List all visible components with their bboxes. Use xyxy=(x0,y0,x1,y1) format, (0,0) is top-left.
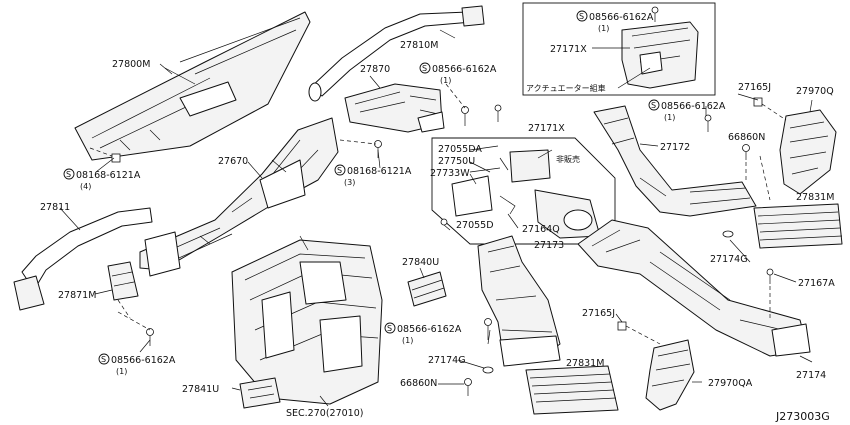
label-27970Q: 27970Q xyxy=(796,86,834,97)
label-27970QA: 27970QA xyxy=(708,378,753,389)
screw-icon xyxy=(484,318,492,340)
label-27800M: 27800M xyxy=(112,59,150,70)
label-27831M-right: 27831M xyxy=(796,192,834,203)
label-27055D: 27055D xyxy=(456,220,494,231)
vent-27871M xyxy=(94,261,139,301)
duct-27670 xyxy=(139,117,339,277)
screw-icon xyxy=(445,83,469,126)
label-27055DA: 27055DA xyxy=(438,144,482,155)
label-27810M: 27810M xyxy=(400,40,438,51)
label-sec-ref: SEC.270(27010) xyxy=(286,408,363,419)
svg-text:S: S xyxy=(387,324,392,333)
fastener-number: 08168-6121A xyxy=(76,170,141,181)
grommet-icon xyxy=(722,230,734,238)
clip-icon xyxy=(89,147,121,163)
label-27841U: 27841U xyxy=(182,384,219,395)
fastener-qty: (4) xyxy=(80,182,91,191)
fastener-callout: S 08566-6162A (1) xyxy=(419,62,497,85)
duct-27174 xyxy=(577,219,813,363)
svg-text:S: S xyxy=(422,64,427,73)
label-66860N-upper: 66860N xyxy=(728,132,765,143)
fastener-callout: S 08566-6162A (1) xyxy=(576,10,654,33)
screw-icon xyxy=(651,6,659,22)
grille-27841U xyxy=(231,377,281,409)
label-27164Q: 27164Q xyxy=(522,224,560,235)
defroster-nozzle-27800M xyxy=(74,11,311,161)
label-27165J-lower: 27165J xyxy=(582,308,615,319)
screw-icon xyxy=(339,139,382,158)
fastener-qty: (1) xyxy=(116,367,127,376)
fastener-callout: S 08566-6162A (1) xyxy=(98,353,176,376)
fastener-qty: (1) xyxy=(598,24,609,33)
fastener-number: 08566-6162A xyxy=(661,101,726,112)
clip-icon xyxy=(753,97,787,121)
fastener-callout: S 08168-6121A (3) xyxy=(334,164,412,187)
svg-text:S: S xyxy=(337,166,342,175)
label-27174: 27174 xyxy=(796,370,826,381)
label-27171X: 27171X xyxy=(528,123,565,134)
label-27831M-lower: 27831M xyxy=(566,358,604,369)
duct-27173 xyxy=(477,235,561,367)
screw-icon xyxy=(440,218,451,231)
grille-27831M-lower xyxy=(525,365,619,415)
fastener-qty: (3) xyxy=(344,178,355,187)
label-27165J-upper: 27165J xyxy=(738,82,771,93)
duct-27970QA xyxy=(645,339,702,411)
svg-text:S: S xyxy=(651,101,656,110)
diagram-id: J273003G xyxy=(775,410,830,423)
label-27173: 27173 xyxy=(534,240,564,251)
vent-27840U xyxy=(407,267,447,307)
grommet-icon xyxy=(482,366,494,374)
screw-icon xyxy=(494,104,502,122)
clip-icon xyxy=(617,321,661,345)
screw-icon xyxy=(464,378,472,396)
fastener-callout: S 08566-6162A (1) xyxy=(648,99,726,122)
fastener-qty: (1) xyxy=(440,76,451,85)
label-27840U: 27840U xyxy=(402,257,439,268)
fastener-number: 08168-6121A xyxy=(347,166,412,177)
fastener-number: 08566-6162A xyxy=(589,12,654,23)
label-27733W: 27733W xyxy=(430,168,470,179)
actuator-inset-box xyxy=(522,2,716,96)
screw-icon xyxy=(704,114,712,132)
fastener-number: 08566-6162A xyxy=(111,355,176,366)
assembly-inset-box xyxy=(431,137,616,245)
heater-unit-sec270 xyxy=(231,235,383,407)
fastener-qty: (1) xyxy=(402,336,413,345)
grille-27831M-right xyxy=(753,203,843,249)
label-27811: 27811 xyxy=(40,202,70,213)
screw-icon xyxy=(742,144,750,180)
screw-icon xyxy=(117,311,154,346)
fastener-callout: S 08168-6121A (4) xyxy=(63,168,141,191)
duct-27172 xyxy=(593,105,757,217)
duct-27970Q xyxy=(779,99,837,195)
duct-27810M xyxy=(308,5,485,102)
svg-text:S: S xyxy=(101,355,106,364)
label-27171X-inset: 27171X xyxy=(550,44,587,55)
svg-text:S: S xyxy=(66,170,71,179)
label-27870: 27870 xyxy=(360,64,390,75)
label-27172: 27172 xyxy=(660,142,690,153)
fastener-qty: (1) xyxy=(664,113,675,122)
label-27167A: 27167A xyxy=(798,278,835,289)
label-27670: 27670 xyxy=(218,156,248,167)
screw-icon xyxy=(766,268,774,320)
fastener-number: 08566-6162A xyxy=(397,324,462,335)
fastener-number: 08566-6162A xyxy=(432,64,497,75)
label-27174G-lower: 27174G xyxy=(428,355,466,366)
label-27174G-right: 27174G xyxy=(710,254,748,265)
fastener-callout: S 08566-6162A (1) xyxy=(384,322,462,345)
duct-27870 xyxy=(344,75,445,133)
label-66860N-lower: 66860N xyxy=(400,378,437,389)
label-27871M: 27871M xyxy=(58,290,96,301)
label-actuator-assy: アクチュエーター組車 xyxy=(526,83,606,93)
duct-27811 xyxy=(13,207,153,311)
label-27750U: 27750U xyxy=(438,156,475,167)
label-not-for-sale: 非販売 xyxy=(556,154,580,164)
svg-text:S: S xyxy=(579,12,584,21)
